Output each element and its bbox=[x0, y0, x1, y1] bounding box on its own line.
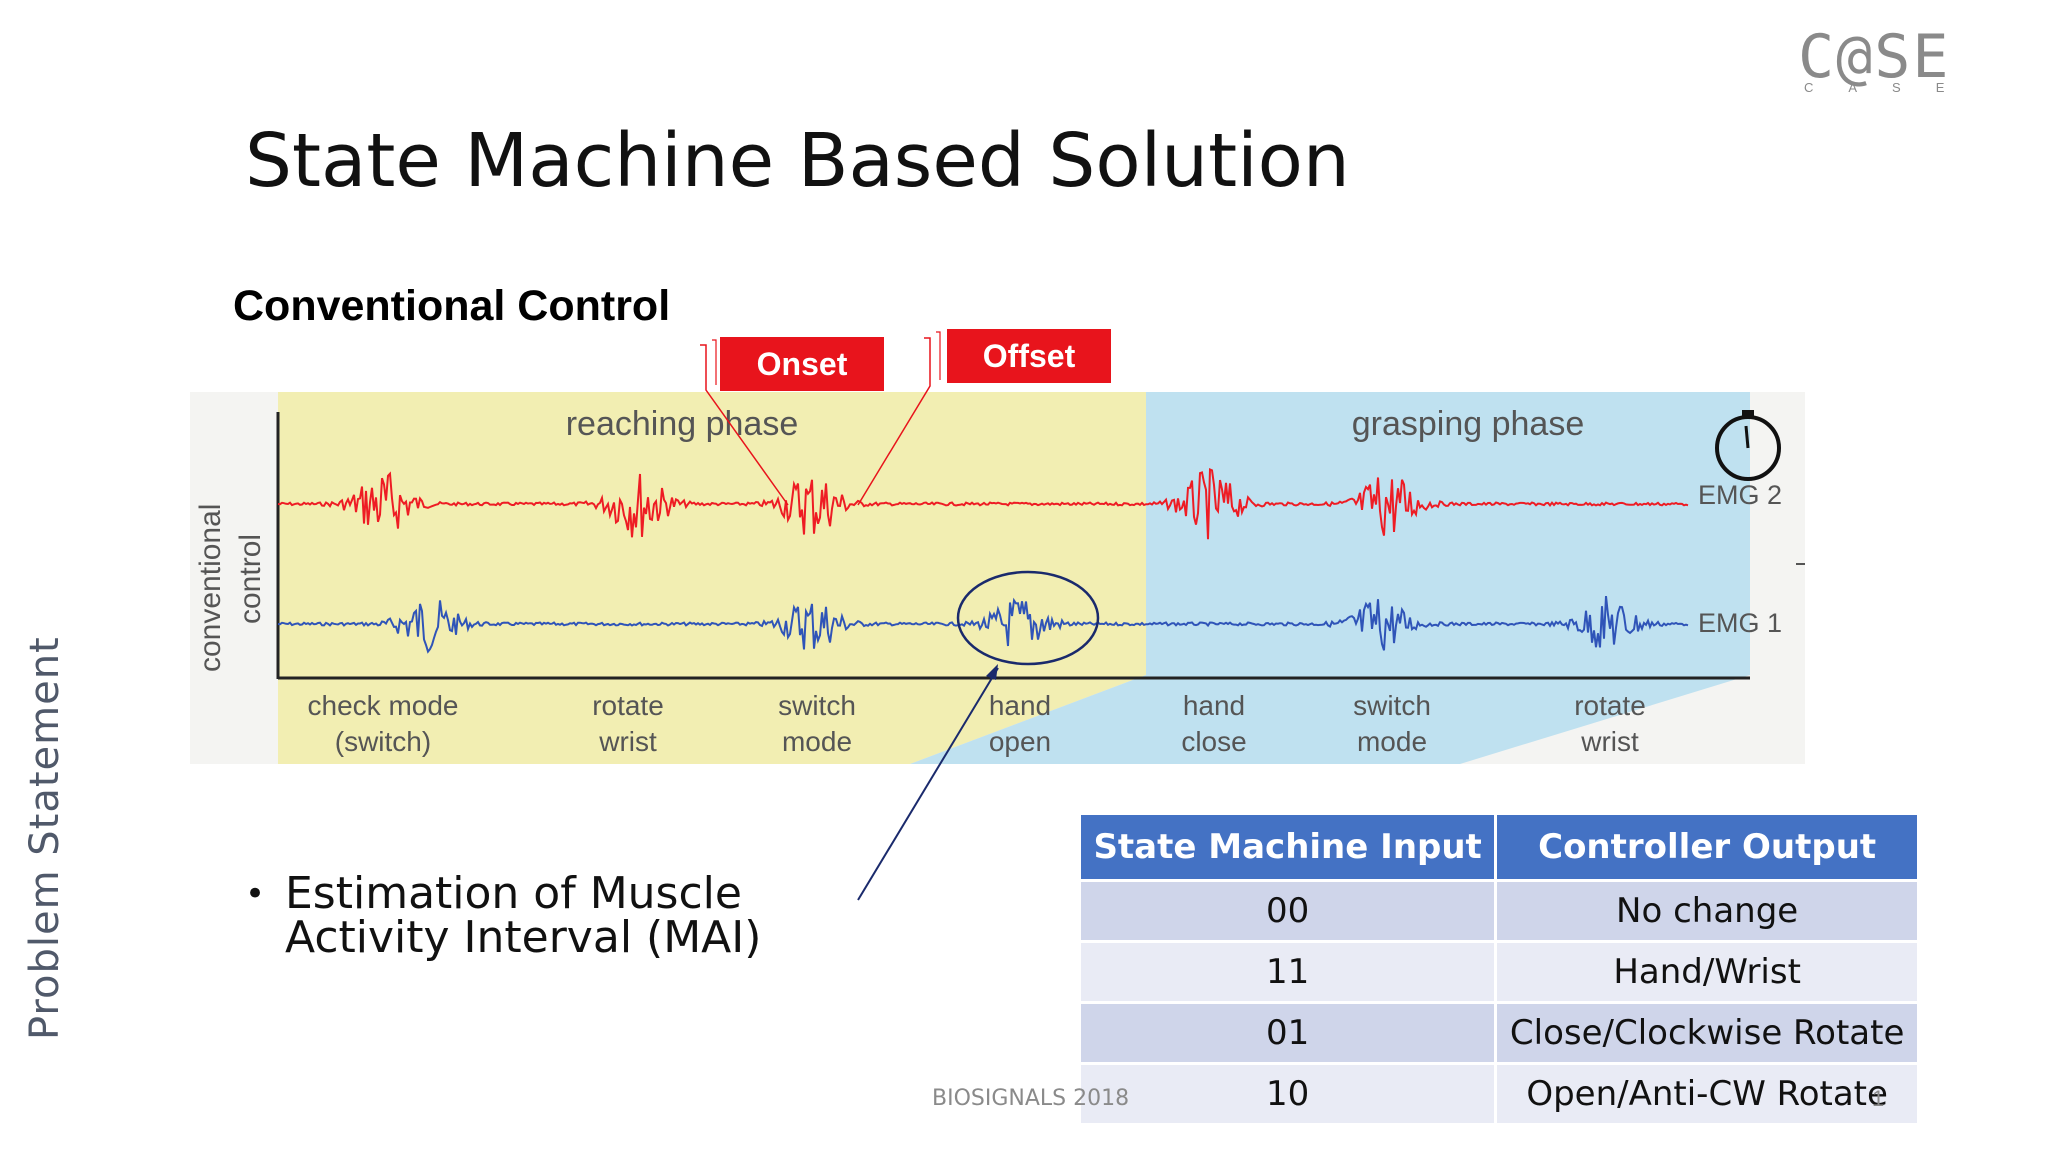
mai-arrow-line bbox=[857, 667, 999, 901]
reaching-phase-region bbox=[278, 392, 1146, 764]
event-label-2-line1: rotate bbox=[592, 690, 664, 721]
onset-pointer-line bbox=[700, 344, 789, 506]
y-axis-label-line2: control bbox=[234, 534, 267, 624]
event-label-1-line2: (switch) bbox=[335, 726, 431, 757]
table-row: 01 Close/Clockwise Rotate bbox=[1077, 1001, 1920, 1065]
page-number: 1 bbox=[1872, 1086, 1885, 1111]
header-state-machine-input: State Machine Input bbox=[1077, 812, 1498, 882]
logo-main-text: C@SE bbox=[1798, 22, 1951, 92]
mai-arrow-head bbox=[986, 664, 998, 680]
emg1-signal bbox=[277, 595, 1689, 654]
bullet-item: • Estimation of Muscle Activity Interval… bbox=[245, 872, 905, 960]
table-row: 00 No change bbox=[1077, 879, 1920, 943]
onset-bracket bbox=[712, 339, 717, 385]
table-cell: Close/Clockwise Rotate bbox=[1494, 1001, 1920, 1065]
event-label-3-line2: mode bbox=[782, 726, 852, 757]
table-cell: No change bbox=[1494, 879, 1920, 943]
event-label-6-line1: switch bbox=[1353, 690, 1431, 721]
section-subtitle: Conventional Control bbox=[233, 282, 671, 330]
emg1-label: EMG 1 bbox=[1698, 608, 1782, 638]
state-machine-table: State Machine Input Controller Output 00… bbox=[1077, 812, 1920, 1126]
table-row: 10 Open/Anti-CW Rotate bbox=[1077, 1062, 1920, 1126]
highlight-ellipse bbox=[956, 570, 1100, 666]
event-labels: check mode (switch) rotate wrist switch … bbox=[308, 690, 1646, 757]
emg1-trace bbox=[277, 595, 1689, 654]
bullet-text: Estimation of Muscle Activity Interval (… bbox=[285, 868, 762, 963]
header-controller-output: Controller Output bbox=[1494, 812, 1920, 882]
event-label-5-line1: hand bbox=[1183, 690, 1245, 721]
table-cell: 10 bbox=[1077, 1062, 1498, 1126]
emg2-trace bbox=[277, 468, 1689, 540]
event-label-2-line2: wrist bbox=[598, 726, 657, 757]
grasping-phase-label: grasping phase bbox=[1352, 405, 1585, 443]
table-cell: Open/Anti-CW Rotate bbox=[1494, 1062, 1920, 1126]
logo-sub-text: CASE bbox=[1804, 80, 1980, 95]
offset-pointer-line bbox=[857, 337, 931, 506]
table-row: 11 Hand/Wrist bbox=[1077, 940, 1920, 1004]
case-logo: C@SE CASE bbox=[1798, 22, 1983, 102]
reaching-phase-label: reaching phase bbox=[566, 405, 799, 443]
y-axis-label-line1: conventional bbox=[194, 504, 227, 672]
event-label-4-line1: hand bbox=[989, 690, 1051, 721]
table-header-row: State Machine Input Controller Output bbox=[1077, 812, 1920, 882]
event-label-5-line2: close bbox=[1181, 726, 1246, 757]
onset-tag: Onset bbox=[720, 337, 884, 391]
slide-title: State Machine Based Solution bbox=[245, 118, 1350, 204]
table-cell: 11 bbox=[1077, 940, 1498, 1004]
emg2-label: EMG 2 bbox=[1698, 480, 1782, 510]
table-cell: 01 bbox=[1077, 1001, 1498, 1065]
event-label-1-line1: check mode bbox=[308, 690, 459, 721]
offset-tag: Offset bbox=[947, 329, 1111, 383]
event-label-4-line2: open bbox=[989, 726, 1051, 757]
stopwatch-icon bbox=[1715, 410, 1781, 481]
emg-figure: conventional control reaching phase gras… bbox=[190, 392, 1805, 764]
event-label-7-line2: wrist bbox=[1580, 726, 1639, 757]
event-label-7-line1: rotate bbox=[1574, 690, 1646, 721]
bullet-dot: • bbox=[245, 874, 266, 914]
grasping-phase-region bbox=[910, 392, 1750, 764]
offset-bracket bbox=[936, 331, 941, 380]
emg2-signal bbox=[277, 468, 1689, 540]
footer-text: BIOSIGNALS 2018 bbox=[932, 1086, 1130, 1111]
table-cell: 00 bbox=[1077, 879, 1498, 943]
event-label-3-line1: switch bbox=[778, 690, 856, 721]
table-cell: Hand/Wrist bbox=[1494, 940, 1920, 1004]
event-label-6-line2: mode bbox=[1357, 726, 1427, 757]
